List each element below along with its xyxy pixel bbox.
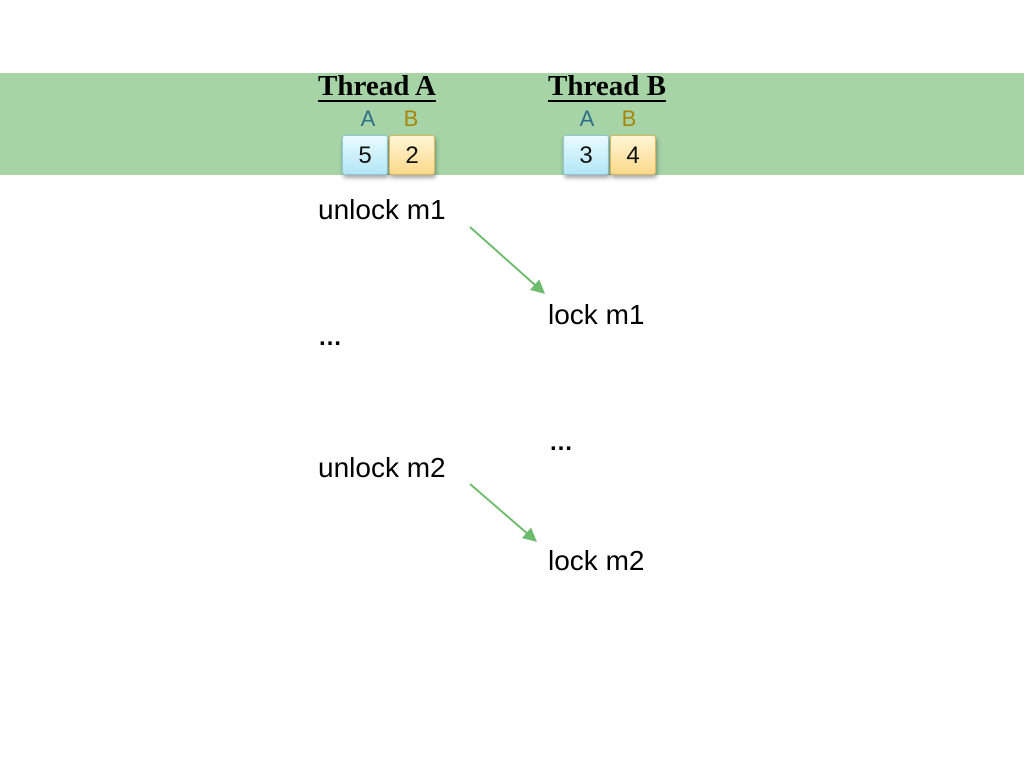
thread-a-title: Thread A	[318, 70, 436, 102]
thread-b-var-a-value: 3	[563, 135, 609, 175]
arrow-unlock-m1-to-lock-m1	[469, 226, 546, 294]
thread-b-var-b-label: B	[621, 106, 637, 131]
thread-a-var-b-label: B	[403, 106, 419, 131]
thread-b-var-b-value: 4	[610, 135, 656, 175]
thread-b-ellipsis: …	[549, 429, 573, 456]
thread-b-op-lock-m2: lock m2	[548, 545, 645, 576]
arrow-unlock-m2-to-lock-m2	[469, 483, 538, 542]
thread-a-var-b-value: 2	[389, 135, 435, 175]
header-band	[0, 73, 1024, 175]
thread-b-title: Thread B	[548, 70, 666, 102]
thread-b-op-lock-m1: lock m1	[548, 299, 645, 330]
thread-a-ellipsis: …	[318, 324, 342, 351]
thread-b-var-a-label: A	[579, 106, 595, 131]
thread-a-var-a-label: A	[360, 106, 376, 131]
thread-a-op-unlock-m1: unlock m1	[318, 194, 446, 225]
thread-a-var-a-value: 5	[342, 135, 388, 175]
thread-a-op-unlock-m2: unlock m2	[318, 452, 446, 483]
